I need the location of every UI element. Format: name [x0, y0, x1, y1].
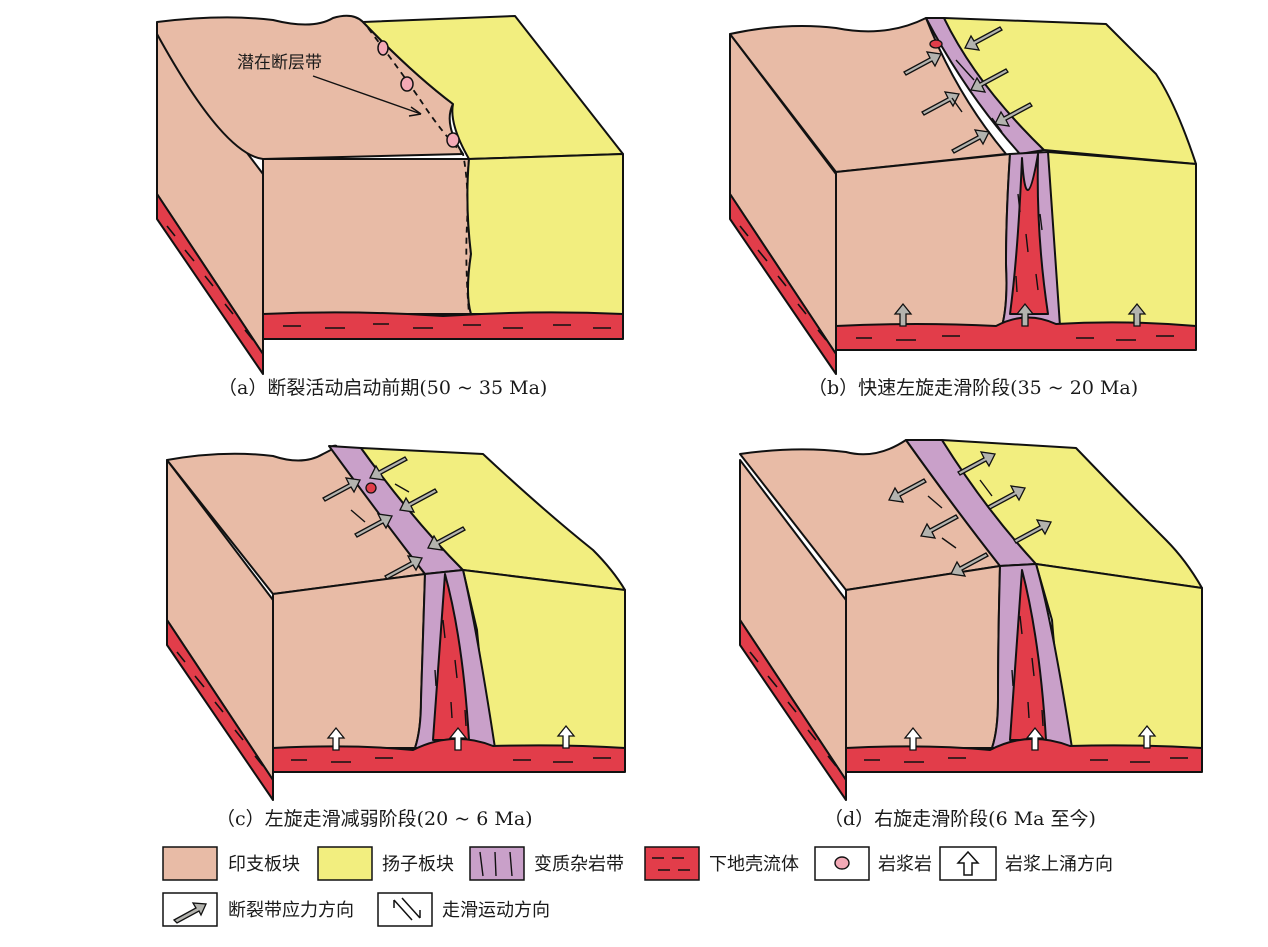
front-india — [272, 573, 426, 749]
stress-arrow — [970, 68, 1009, 93]
stress-arrow — [957, 451, 996, 476]
legend-item-magma: 岩浆岩 — [814, 846, 932, 881]
svg-text:走滑运动方向: 走滑运动方向 — [442, 900, 550, 921]
lower-crust-band — [272, 737, 626, 773]
stress-arrow — [951, 129, 990, 154]
magma-conduit — [1009, 153, 1049, 315]
svg-text:断裂带应力方向: 断裂带应力方向 — [228, 900, 354, 921]
caption-c: （c）左旋走滑减弱阶段(20 ~ 6 Ma) — [216, 808, 533, 830]
stress-arrow — [384, 555, 423, 580]
caption-a: （a）断裂活动启动前期(50 ~ 35 Ma) — [218, 377, 547, 399]
top-yangtze — [941, 439, 1203, 589]
annotation-leader — [312, 75, 422, 115]
stress-arrow — [354, 513, 393, 538]
svg-text:扬子板块: 扬子板块 — [382, 854, 454, 875]
caption-b: （b）快速左旋走滑阶段(35 ~ 20 Ma) — [808, 377, 1138, 399]
front-india — [845, 565, 1001, 749]
panel-c — [166, 444, 626, 801]
stress-arrow — [888, 478, 927, 503]
magma-upwelling-arrow — [1137, 724, 1157, 749]
front-india — [835, 153, 1011, 327]
stress-arrow — [964, 26, 1003, 51]
fault-zone-annotation: 潜在断层带 — [237, 53, 322, 73]
panel-d — [739, 439, 1203, 801]
magma-upwelling-arrow — [893, 302, 913, 327]
legend-item-melange-zone: 变质杂岩带 — [469, 846, 624, 881]
svg-text:岩浆岩: 岩浆岩 — [878, 854, 932, 875]
magma-upwelling-arrow — [1015, 302, 1035, 327]
svg-text:下地壳流体: 下地壳流体 — [709, 854, 799, 875]
stress-arrow — [1013, 519, 1052, 544]
svg-text:岩浆上涌方向: 岩浆上涌方向 — [1005, 854, 1113, 875]
stress-arrow — [987, 485, 1026, 510]
magma-blob — [365, 482, 377, 494]
legend-item-stress-direction: 断裂带应力方向 — [162, 892, 354, 927]
magma-upwelling-arrow — [326, 726, 346, 751]
svg-text:变质杂岩带: 变质杂岩带 — [534, 854, 624, 875]
magma-blob — [446, 132, 460, 148]
panel-a: 潜在断层带 — [156, 14, 624, 375]
stress-arrow-icon — [172, 902, 207, 924]
front-yangtze — [1047, 151, 1197, 327]
stress-arrow — [399, 488, 438, 513]
stress-arrow — [950, 552, 989, 577]
lower-crust-band — [835, 316, 1197, 351]
legend-item-magma-upwelling: 岩浆上涌方向 — [939, 846, 1113, 881]
magma-blob — [377, 40, 389, 56]
stress-arrow — [427, 526, 466, 551]
stress-arrow — [921, 91, 960, 116]
magma-upwelling-arrow — [1127, 302, 1147, 327]
top-yangtze — [943, 17, 1197, 165]
legend-item-india-block: 印支板块 — [162, 846, 300, 881]
stress-arrow — [994, 102, 1033, 127]
magma-blob — [929, 39, 943, 49]
legend-item-yangtze-block: 扬子板块 — [317, 846, 454, 881]
strike-slip-icon — [393, 897, 421, 921]
stress-arrow — [322, 477, 361, 502]
upward-arrow-icon — [956, 850, 980, 876]
top-yangtze — [362, 15, 624, 160]
magma-blob — [400, 76, 414, 92]
caption-d: （d）右旋走滑阶段(6 Ma 至今) — [824, 808, 1096, 830]
magma-upwelling-arrow — [1025, 726, 1045, 751]
magma-upwelling-arrow — [448, 726, 468, 751]
front-yangtze — [466, 153, 624, 315]
legend-item-lower-crust-flow: 下地壳流体 — [644, 846, 799, 881]
stress-arrow — [903, 51, 942, 76]
front-india — [262, 158, 472, 315]
magma-upwelling-arrow — [903, 726, 923, 751]
legend: 印支板块 扬子板块 变质杂岩带 下地壳流体 岩浆岩 岩浆上涌方向 — [162, 846, 1113, 927]
lower-crust-band — [262, 311, 624, 340]
panel-b — [729, 17, 1197, 375]
legend-item-strike-slip: 走滑运动方向 — [377, 892, 550, 927]
magma-upwelling-arrow — [556, 724, 576, 749]
svg-text:印支板块: 印支板块 — [228, 854, 300, 875]
stress-arrow — [369, 456, 408, 481]
stress-arrow — [920, 514, 959, 539]
